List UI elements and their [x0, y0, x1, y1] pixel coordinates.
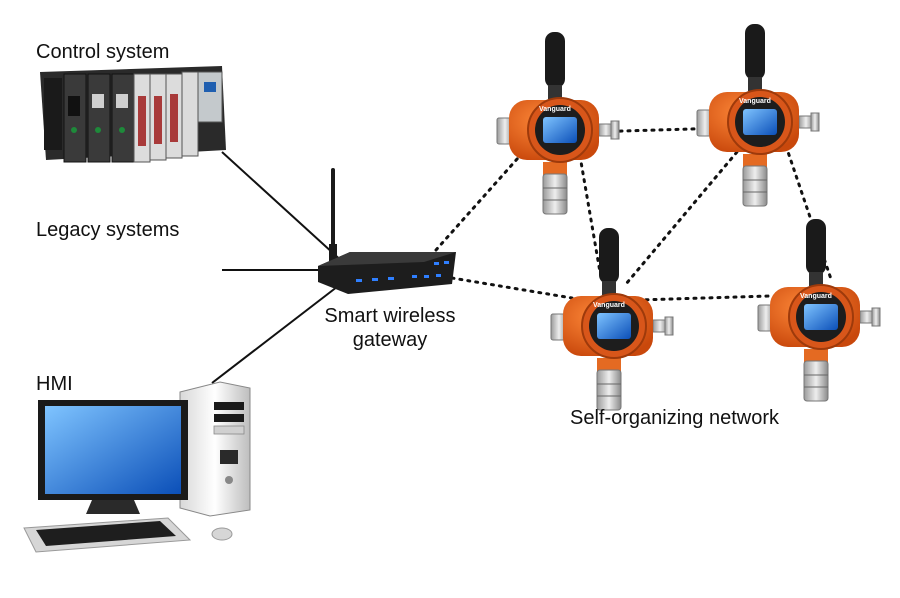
- control-system-label: Control system: [36, 41, 170, 63]
- link-node2-node3: [624, 144, 744, 286]
- link-gateway-node1: [434, 156, 520, 252]
- plc-rack-icon: [40, 66, 226, 163]
- gateway-label-line-2: gateway: [352, 329, 428, 351]
- transmitter-node-3: [550, 227, 674, 411]
- gateway-label-line-1: Smart wireless: [324, 305, 456, 327]
- network-label: Self-organizing network: [570, 407, 779, 429]
- wireless-router-icon: [318, 168, 456, 294]
- gateway-label: Smart wireless gateway: [300, 304, 480, 352]
- transmitter-node-1: [496, 31, 620, 215]
- link-node3-node4: [636, 294, 772, 302]
- transmitter-node-4: [757, 218, 881, 402]
- legacy-systems-label: Legacy systems: [36, 219, 180, 241]
- cable-to-control-system: [221, 151, 346, 265]
- hmi-label: HMI: [36, 373, 73, 395]
- link-gateway-node3: [450, 276, 574, 300]
- link-node1-node3: [578, 154, 602, 274]
- cable-to-hmi: [211, 279, 347, 384]
- wireless-mesh-links: [434, 126, 834, 302]
- desktop-computer-icon: [23, 381, 251, 553]
